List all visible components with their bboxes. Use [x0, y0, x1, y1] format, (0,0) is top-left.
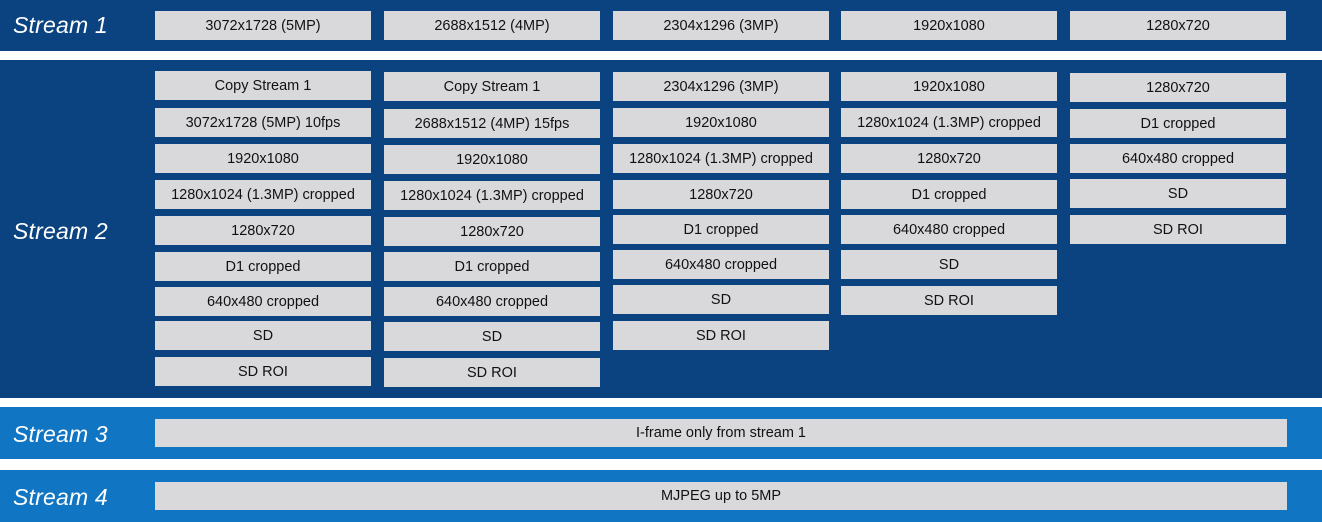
stream-1-band: Stream 1 3072x1728 (5MP) 2688x1512 (4MP)… [0, 0, 1322, 51]
stream-1-option: 2688x1512 (4MP) [384, 11, 600, 40]
stream-3-band: Stream 3 I-frame only from stream 1 [0, 407, 1322, 459]
stream-1-option: 2304x1296 (3MP) [613, 11, 829, 40]
stream-2-option: SD ROI [613, 321, 829, 350]
stream-4-label: Stream 4 [13, 484, 108, 510]
stream-2-band: Stream 2 Copy Stream 1 3072x1728 (5MP) 1… [0, 60, 1322, 398]
stream-1-option: 3072x1728 (5MP) [155, 11, 371, 40]
stream-2-option: 1920x1080 [841, 72, 1057, 101]
stream-3-option: I-frame only from stream 1 [155, 419, 1287, 447]
stream-2-option: 640x480 cropped [155, 287, 371, 316]
stream-4-option: MJPEG up to 5MP [155, 482, 1287, 510]
stream-2-option: 1920x1080 [613, 108, 829, 137]
stream-2-option: 640x480 cropped [384, 287, 600, 316]
stream-2-option: 1280x720 [841, 144, 1057, 173]
stream-2-option: D1 cropped [155, 252, 371, 281]
stream-2-option: SD [613, 285, 829, 314]
stream-3-label: Stream 3 [13, 421, 108, 447]
stream-2-option: 3072x1728 (5MP) 10fps [155, 108, 371, 137]
stream-2-option: SD [384, 322, 600, 351]
stream-2-option: SD ROI [155, 357, 371, 386]
stream-2-option: SD ROI [1070, 215, 1286, 244]
stream-2-option: 1920x1080 [155, 144, 371, 173]
stream-2-option: SD [1070, 179, 1286, 208]
stream-2-option: 1920x1080 [384, 145, 600, 174]
stream-2-option: SD ROI [841, 286, 1057, 315]
stream-2-option: SD ROI [384, 358, 600, 387]
stream-2-option: D1 cropped [1070, 109, 1286, 138]
stream-1-option: 1280x720 [1070, 11, 1286, 40]
stream-2-option: D1 cropped [613, 215, 829, 244]
stream-2-option: D1 cropped [384, 252, 600, 281]
stream-2-option: SD [841, 250, 1057, 279]
stream-2-option: 640x480 cropped [613, 250, 829, 279]
stream-2-option: 1280x720 [1070, 73, 1286, 102]
stream-2-option: 1280x1024 (1.3MP) cropped [613, 144, 829, 173]
stream-2-option: 2688x1512 (4MP) 15fps [384, 109, 600, 138]
stream-2-option: 1280x1024 (1.3MP) cropped [841, 108, 1057, 137]
stream-2-option: Copy Stream 1 [155, 71, 371, 100]
stream-4-band: Stream 4 MJPEG up to 5MP [0, 470, 1322, 522]
stream-2-option: 1280x720 [613, 180, 829, 209]
stream-2-option: 1280x1024 (1.3MP) cropped [384, 181, 600, 210]
stream-2-option: Copy Stream 1 [384, 72, 600, 101]
stream-2-option: 2304x1296 (3MP) [613, 72, 829, 101]
stream-2-option: 1280x720 [384, 217, 600, 246]
stream-2-option: 1280x1024 (1.3MP) cropped [155, 180, 371, 209]
stream-2-label: Stream 2 [13, 218, 108, 244]
stream-1-label: Stream 1 [13, 12, 108, 38]
stream-1-option: 1920x1080 [841, 11, 1057, 40]
stream-2-option: 640x480 cropped [841, 215, 1057, 244]
stream-2-option: D1 cropped [841, 180, 1057, 209]
stream-2-option: 1280x720 [155, 216, 371, 245]
stream-2-option: 640x480 cropped [1070, 144, 1286, 173]
stream-2-option: SD [155, 321, 371, 350]
